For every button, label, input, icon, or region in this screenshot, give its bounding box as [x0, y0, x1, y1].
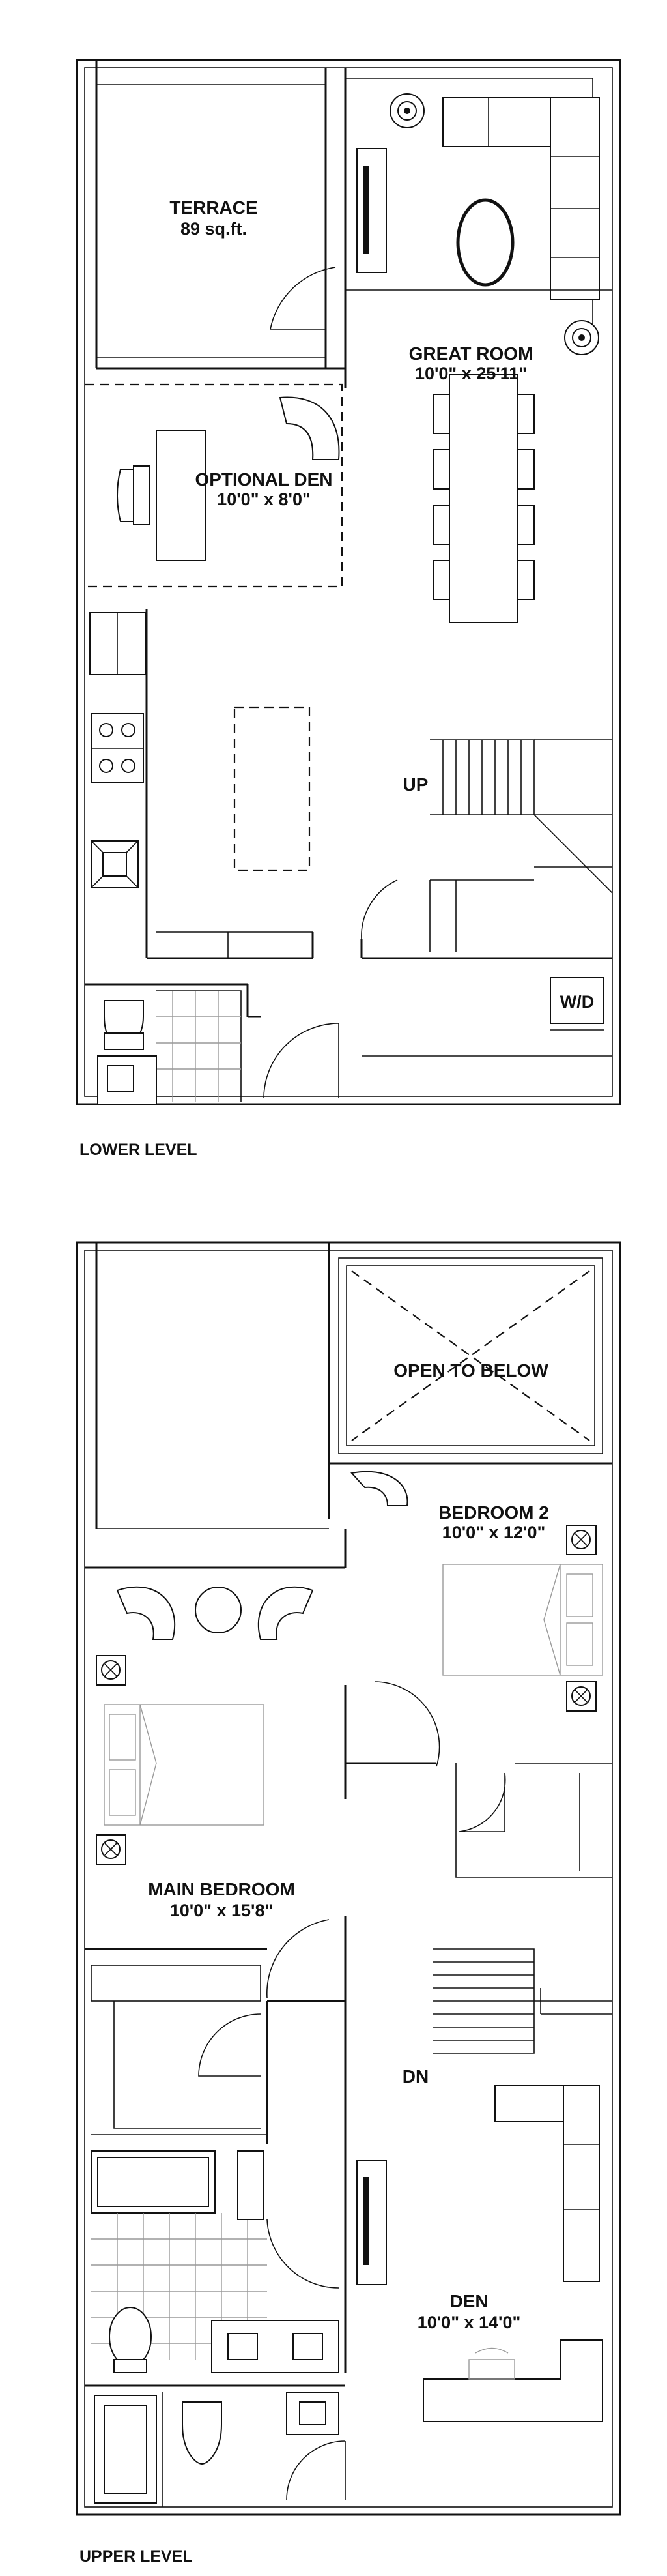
speaker-icon — [564, 320, 599, 355]
den-size: 10'0" x 14'0" — [418, 2313, 521, 2332]
terrace-size: 89 sq.ft. — [180, 219, 247, 239]
sofa — [442, 97, 600, 300]
walk-in-closet — [91, 1965, 345, 2144]
upper-level-plan — [76, 1241, 621, 2516]
coffee-table — [456, 198, 515, 287]
main-bedroom-furniture — [85, 1529, 347, 2373]
great-room-label: GREAT ROOM — [409, 344, 533, 364]
upper-inner-wall — [84, 1250, 613, 2508]
stair-up — [429, 739, 613, 952]
toilet — [182, 2401, 222, 2465]
kitchen — [89, 609, 314, 959]
laundry-label: W/D — [560, 992, 594, 1012]
stair-down-label: DN — [403, 2066, 429, 2086]
laundry — [550, 977, 604, 1031]
den-desk — [117, 430, 206, 561]
bedroom2-label: BEDROOM 2 — [438, 1502, 549, 1523]
bedroom2-size: 10'0" x 12'0" — [442, 1523, 546, 1542]
lower-level-plan — [76, 59, 621, 1105]
bedroom2-furniture — [344, 1471, 612, 1878]
den-sofa — [494, 2085, 600, 2282]
main-bedroom-size: 10'0" x 15'8" — [170, 1901, 274, 1920]
armchair — [116, 1586, 176, 1640]
stair-up-label: UP — [403, 774, 429, 795]
great-room-size: 10'0" x 25'11" — [415, 364, 527, 383]
tv-console — [356, 148, 387, 273]
den-label: DEN — [449, 2291, 488, 2311]
nightstand-icon — [96, 1834, 126, 1865]
main-bedroom-label: MAIN BEDROOM — [148, 1879, 295, 1899]
armchair — [257, 1586, 314, 1640]
side-table — [195, 1587, 242, 1633]
optional-den-size: 10'0" x 8'0" — [217, 490, 311, 509]
double-vanity — [211, 2320, 339, 2373]
den-armchair — [279, 396, 340, 460]
bathroom-2 — [94, 2392, 346, 2507]
den-tv-console — [356, 2160, 387, 2285]
den-desk — [423, 2339, 603, 2422]
lower-level-label: LOWER LEVEL — [79, 1141, 197, 1159]
lower-inner-wall — [84, 67, 613, 1097]
terrace — [95, 60, 593, 388]
optional-den-boundary — [85, 383, 343, 588]
open-to-below-void — [338, 1257, 603, 1454]
upper-level-label: UPPER LEVEL — [79, 2547, 193, 2566]
toilet — [109, 2307, 152, 2367]
speaker-icon — [390, 93, 425, 128]
powder-room — [85, 983, 339, 1105]
dining-table — [433, 374, 535, 623]
optional-den-label: OPTIONAL DEN — [195, 469, 332, 490]
ensuite — [85, 2150, 345, 2387]
nightstand-icon — [96, 1655, 126, 1686]
stair-down — [433, 1948, 612, 2054]
nightstand-icon — [566, 1525, 597, 1555]
nightstand-icon — [566, 1681, 597, 1712]
entry-door-swing — [361, 879, 398, 939]
terrace-label: TERRACE — [169, 198, 257, 218]
upper-outer-wall — [76, 1241, 621, 2516]
kitchen-island — [233, 706, 311, 871]
open-to-below-label: OPEN TO BELOW — [393, 1360, 548, 1381]
lower-outer-wall — [76, 59, 621, 1105]
